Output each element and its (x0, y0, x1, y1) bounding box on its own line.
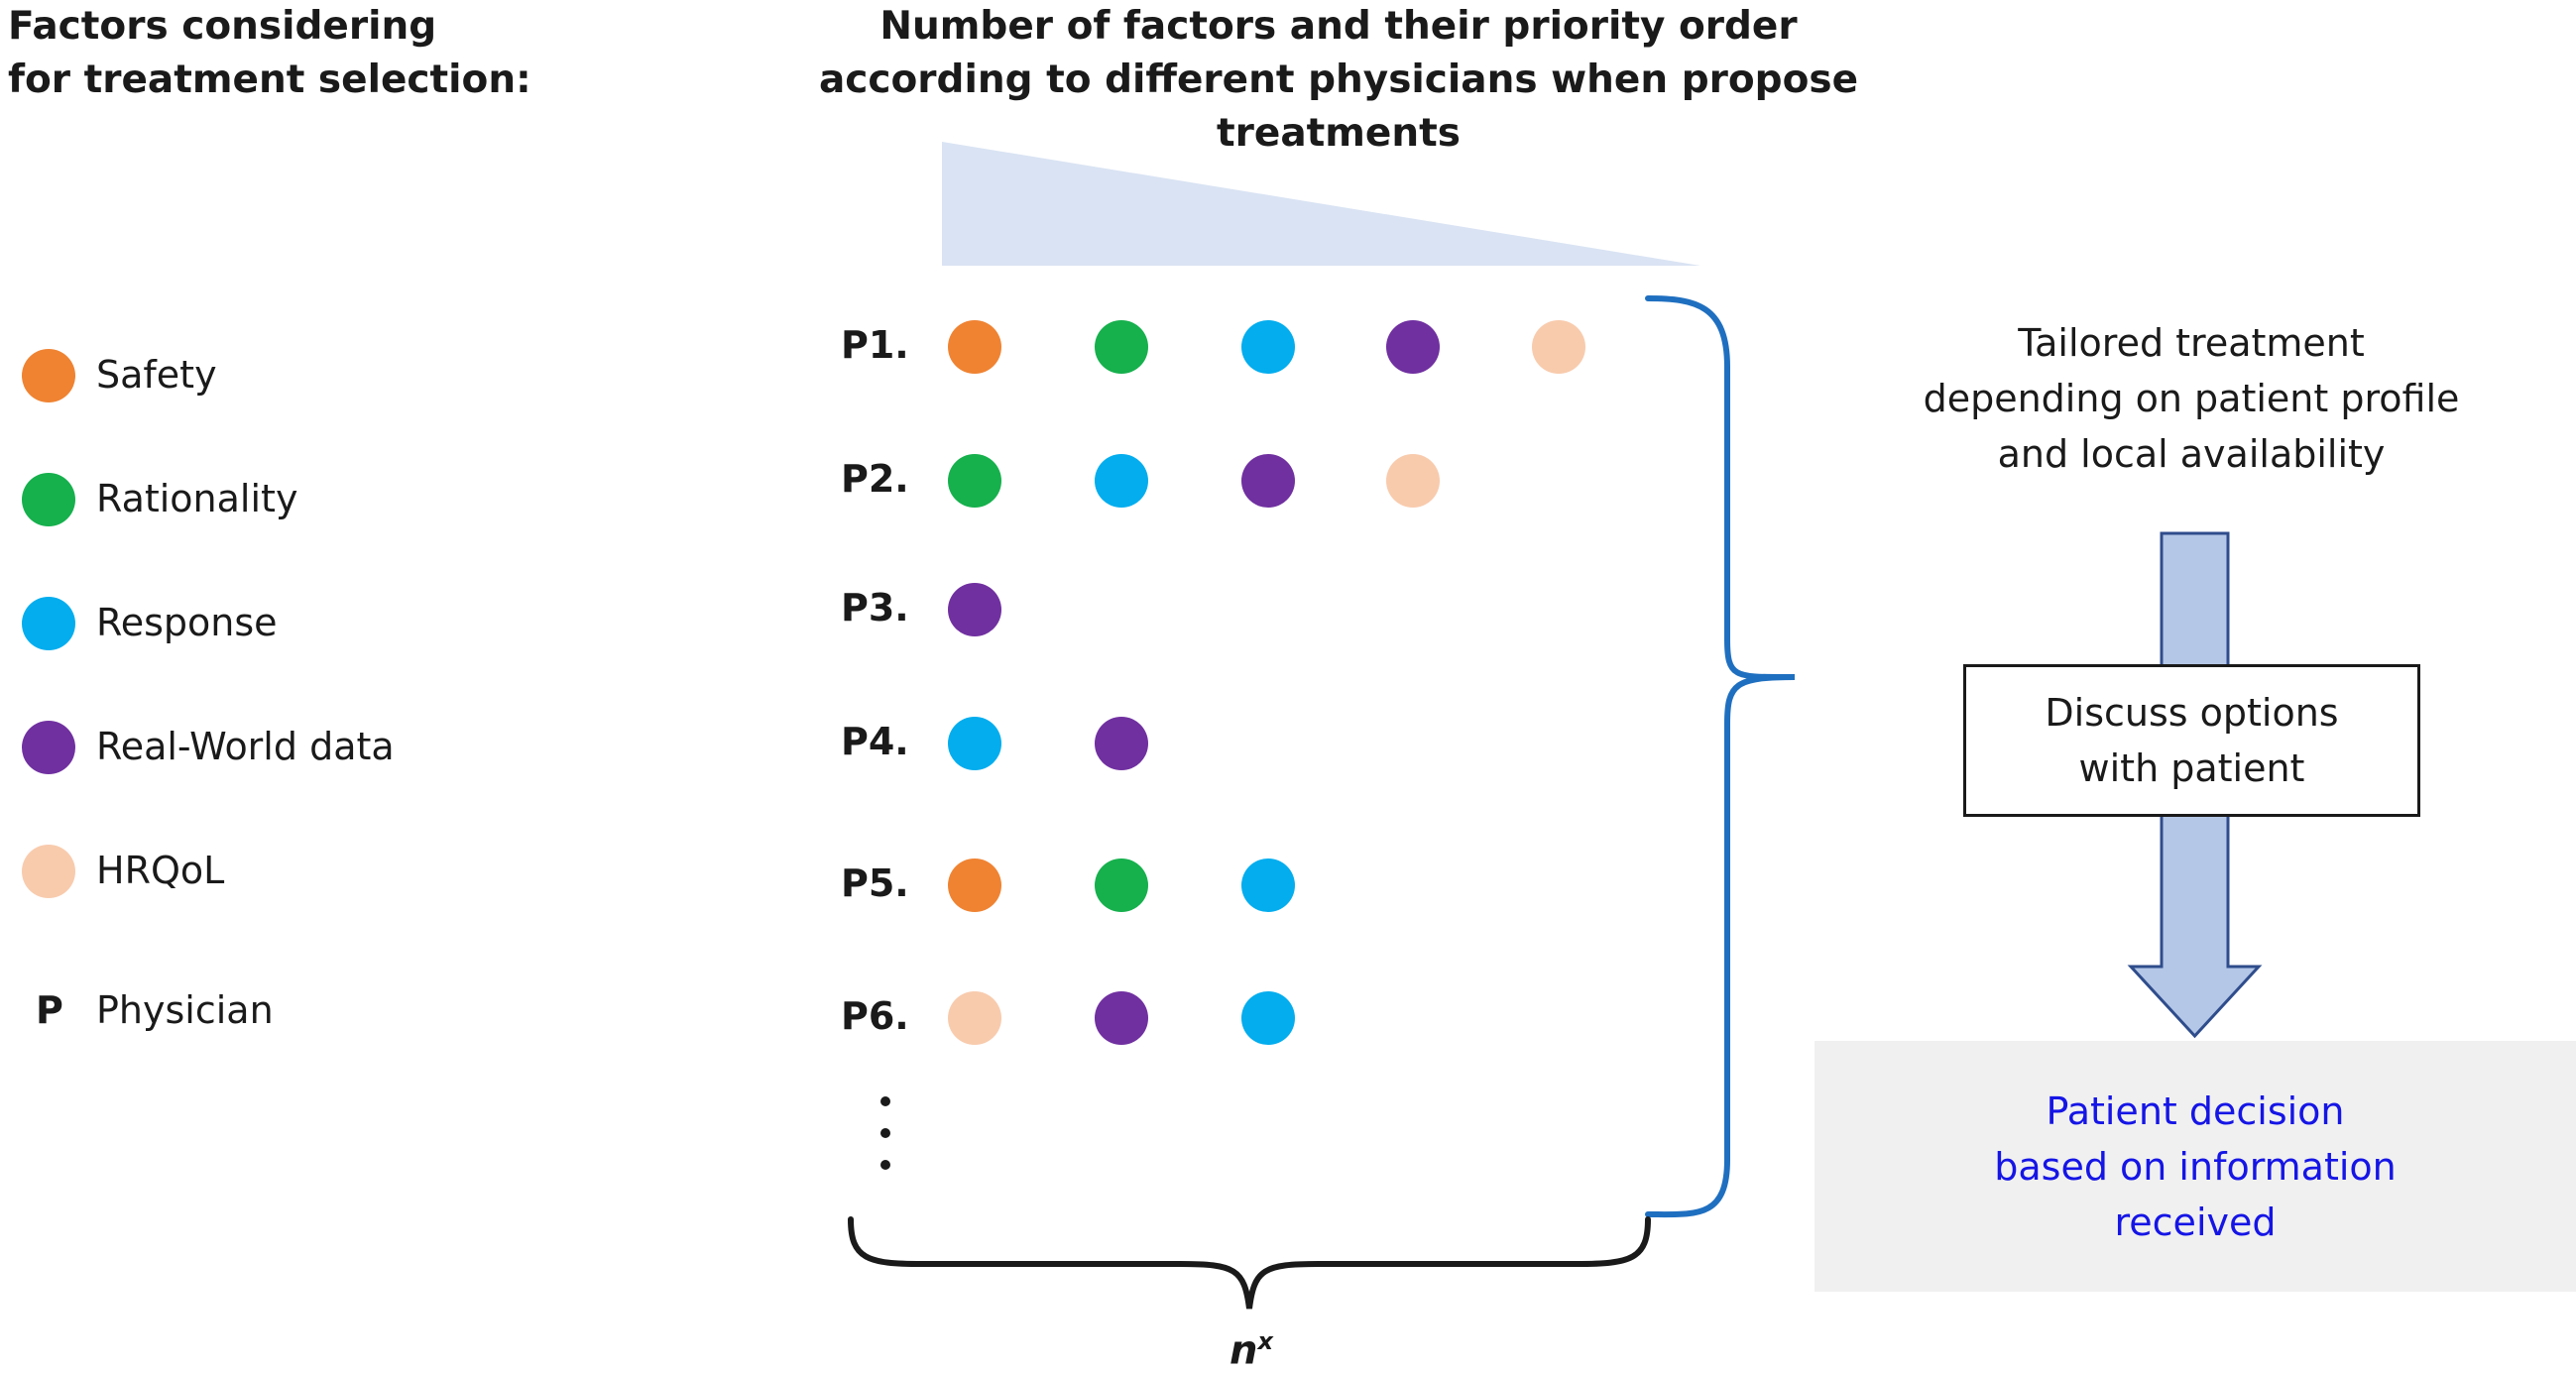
decision-text-line-2: based on information (1994, 1144, 2397, 1189)
patient-decision-box: Patient decision based on information re… (1815, 1041, 2576, 1292)
legend-label-rationality: Rationality (96, 477, 298, 520)
factor-dot-response (1241, 320, 1295, 374)
priority-wedge-shape (942, 142, 1700, 266)
factor-dot-hrqol (948, 991, 1001, 1045)
factor-dot-rationality (948, 454, 1001, 508)
tailored-treatment-text: Tailored treatment depending on patient … (1884, 315, 2499, 482)
center-title-line-2: according to different physicians when p… (818, 57, 1859, 156)
priority-wedge (942, 142, 1700, 266)
factor-dot-hrqol (1532, 320, 1585, 374)
legend-label-safety: Safety (96, 353, 217, 397)
factor-dot-safety (948, 320, 1001, 374)
factor-dot-rationality (1095, 858, 1148, 912)
factor-dot-real-world (1241, 454, 1295, 508)
factor-dot-real-world (1095, 991, 1148, 1045)
left-title-line-1: Factors considering (8, 4, 437, 49)
physician-label: P5. (841, 861, 909, 905)
factor-dot-response (948, 717, 1001, 770)
physician-symbol: P (36, 988, 63, 1032)
tailored-text-line-2: depending on patient profile (1923, 377, 2460, 420)
physician-label: P2. (841, 457, 909, 501)
legend-dot-response (22, 597, 75, 650)
tailored-text-line-1: Tailored treatment (2018, 321, 2365, 365)
bottom-brace-label: nx (1229, 1318, 1273, 1373)
legend-label-real-world: Real-World data (96, 725, 395, 768)
center-title-line-1: Number of factors and their priority ord… (879, 4, 1798, 49)
center-title: Number of factors and their priority ord… (734, 0, 1943, 161)
bottom-brace (848, 1216, 1651, 1310)
legend-dot-hrqol (22, 845, 75, 898)
bottom-brace-shape (848, 1216, 1651, 1310)
legend-dot-rationality (22, 473, 75, 526)
physician-label: P3. (841, 586, 909, 629)
tailored-text-line-3: and local availability (1997, 432, 2386, 476)
bottom-label-sup: x (1257, 1327, 1273, 1355)
ellipsis-dot (880, 1128, 890, 1138)
physician-label: P1. (841, 323, 909, 367)
ellipsis-dot (880, 1160, 890, 1170)
decision-text-line-3: received (2114, 1200, 2277, 1244)
left-title: Factors considering for treatment select… (8, 0, 531, 107)
decision-text-line-1: Patient decision (2046, 1088, 2345, 1133)
physician-label: P6. (841, 994, 909, 1038)
discuss-options-box: Discuss options with patient (1963, 664, 2420, 817)
physician-legend-label: Physician (96, 988, 274, 1032)
factor-dot-response (1095, 454, 1148, 508)
right-brace-shape (1645, 295, 1796, 1218)
ellipsis-dot (880, 1096, 890, 1106)
discuss-text-line-1: Discuss options (2045, 691, 2339, 735)
factor-dot-real-world (1386, 320, 1440, 374)
factor-dot-response (1241, 991, 1295, 1045)
bottom-label-base: n (1229, 1327, 1258, 1373)
physician-label: P4. (841, 720, 909, 763)
factor-dot-real-world (948, 583, 1001, 636)
discuss-text-line-2: with patient (2078, 746, 2305, 790)
left-title-line-2: for treatment selection: (8, 57, 531, 102)
legend-label-response: Response (96, 601, 278, 644)
legend-label-hrqol: HRQoL (96, 849, 225, 892)
right-brace (1645, 295, 1796, 1218)
factor-dot-rationality (1095, 320, 1148, 374)
factor-dot-safety (948, 858, 1001, 912)
factor-dot-response (1241, 858, 1295, 912)
legend-dot-safety (22, 349, 75, 402)
legend-dot-real-world (22, 721, 75, 774)
factor-dot-real-world (1095, 717, 1148, 770)
factor-dot-hrqol (1386, 454, 1440, 508)
